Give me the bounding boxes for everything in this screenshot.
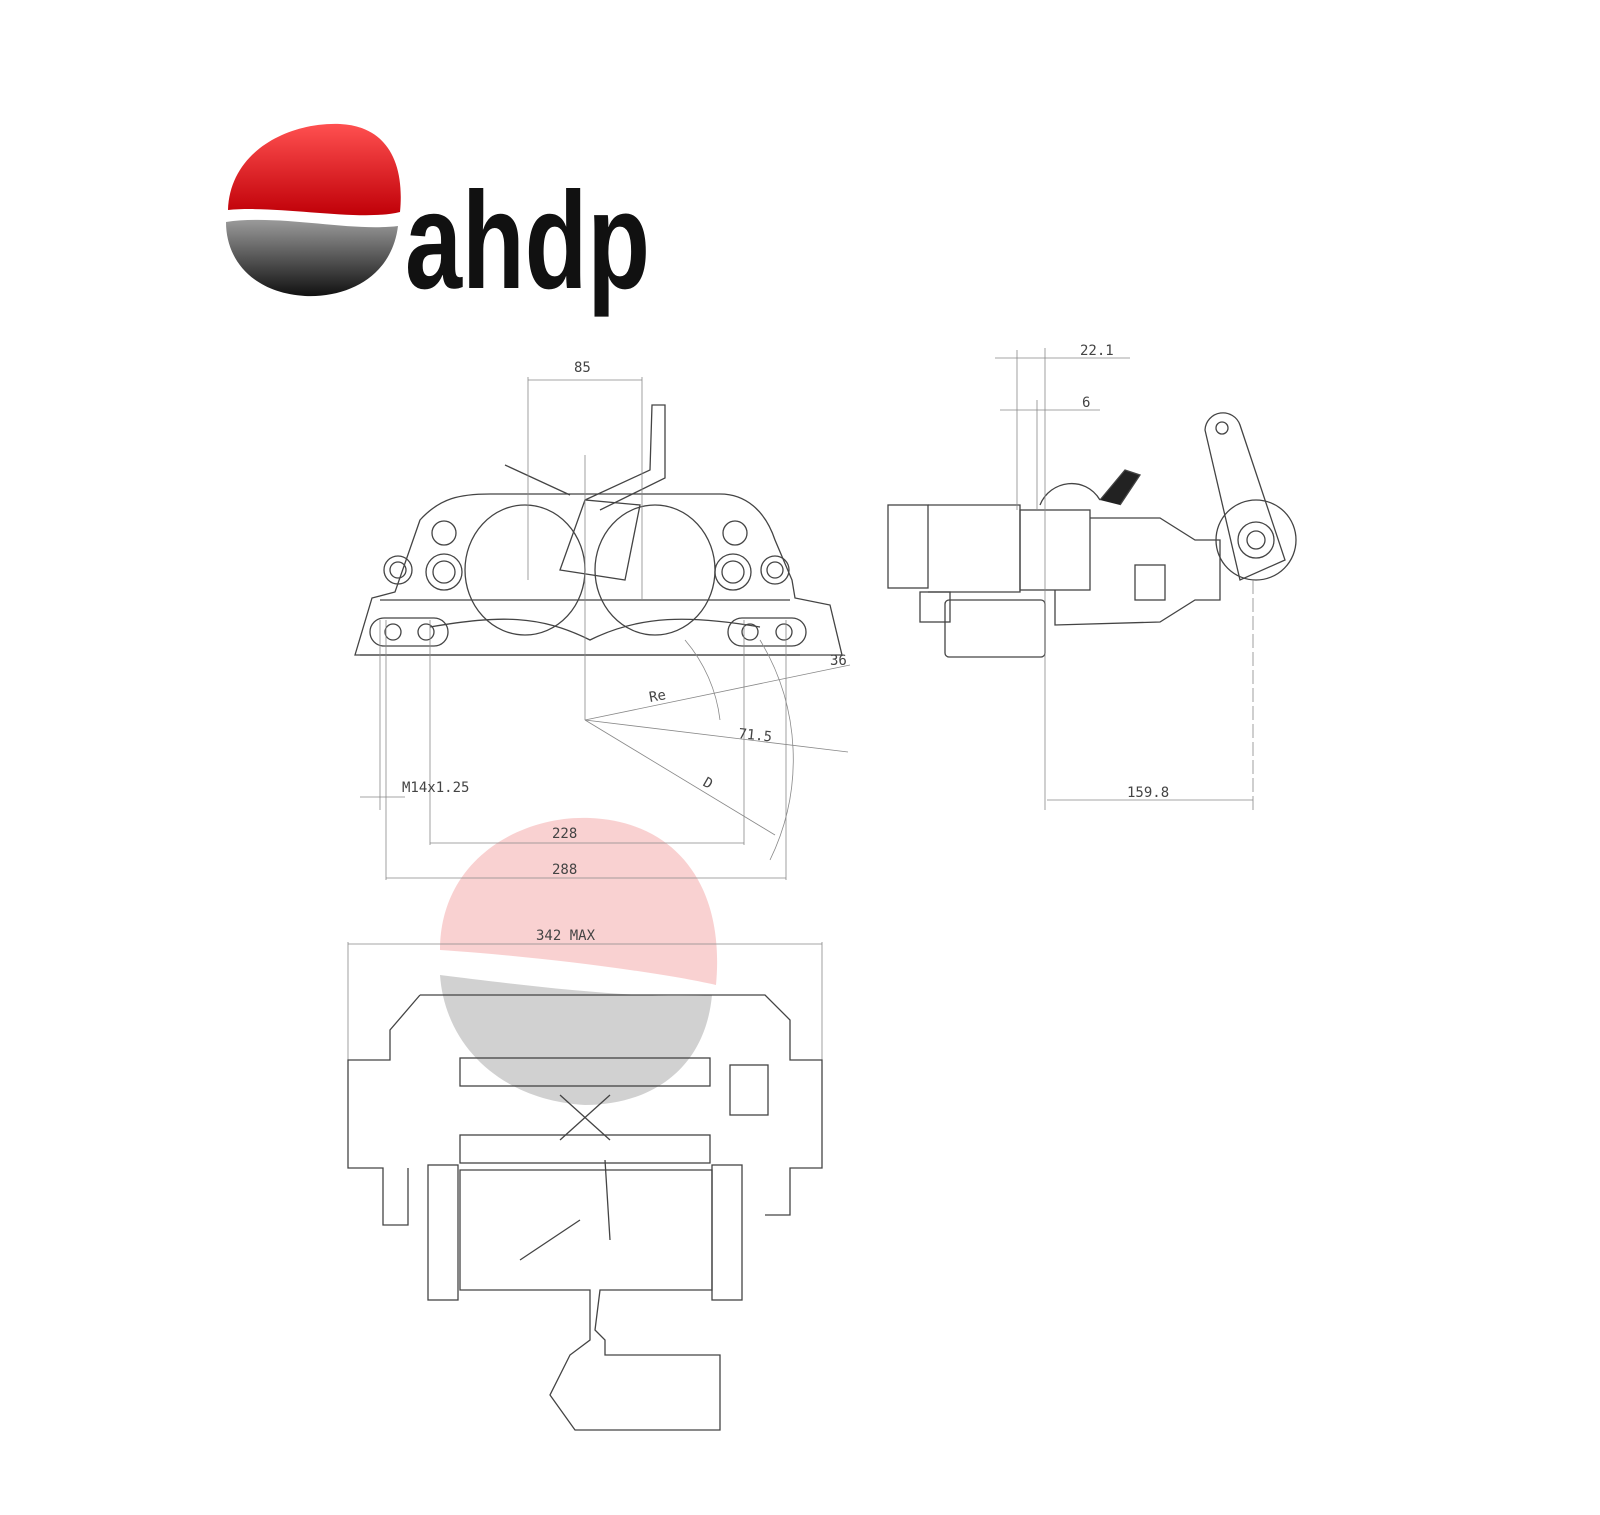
front-view: 85 36 Re 71.5 D M14x1.25 228 288 342 MAX	[347, 360, 851, 1160]
logo-sphere-bottom	[226, 219, 398, 297]
dim-36: 36	[830, 653, 847, 669]
dim-thread: M14x1.25	[402, 780, 469, 796]
dim-228: 228	[552, 826, 577, 842]
dim-288: 288	[552, 862, 577, 878]
ahdp-logo: ahdp	[226, 123, 650, 318]
section-view	[347, 994, 823, 1431]
watermark-logo	[440, 817, 718, 1105]
dim-85: 85	[574, 360, 591, 376]
dim-342-max: 342 MAX	[536, 928, 596, 944]
logo-sphere-top	[228, 123, 401, 216]
side-view: 22.1 6 159.8	[887, 343, 1297, 810]
dim-6: 6	[1082, 395, 1090, 411]
logo-text: ahdp	[405, 164, 650, 318]
dim-re: Re	[648, 687, 667, 706]
dim-71-5: 71.5	[738, 726, 773, 745]
dim-d: D	[700, 775, 715, 793]
dim-22-1: 22.1	[1080, 343, 1114, 359]
dim-159-8: 159.8	[1127, 785, 1169, 801]
